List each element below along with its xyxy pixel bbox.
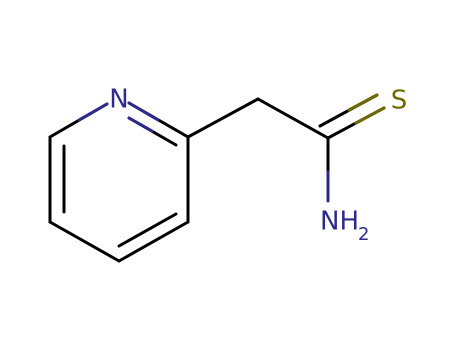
atom-label-amine: NH xyxy=(320,207,359,237)
atom-label-amine-subscript: 2 xyxy=(358,224,369,245)
bond-n-c2-inner-colored xyxy=(127,116,154,133)
bond-c-s-outer-s xyxy=(354,106,386,125)
bond-c3-c4-outer xyxy=(117,220,190,263)
bond-c6-n-colored xyxy=(77,102,109,122)
bond-c-s-inner-s xyxy=(347,93,379,112)
bond-ch2-cs xyxy=(256,97,330,140)
atom-label-sulfur: S xyxy=(391,86,408,116)
bond-n-c2-colored xyxy=(127,101,160,122)
bond-c2-ch2 xyxy=(186,97,260,139)
bond-c4-c5 xyxy=(48,220,121,263)
atom-label-ring-nitrogen: N xyxy=(109,85,128,115)
bond-c3-c4-inner xyxy=(117,212,178,248)
